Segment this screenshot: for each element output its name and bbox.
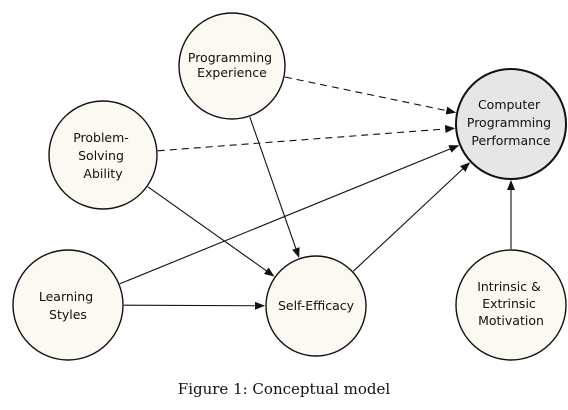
edge-learning-styles-to-self-efficacy xyxy=(123,301,265,310)
edge-layer xyxy=(119,76,515,310)
node-programming-experience: Programming Experience xyxy=(178,12,286,120)
node-self-efficacy: Self-Efficacy xyxy=(265,255,367,357)
node-problem-solving-ability: Problem- Solving Ability xyxy=(48,100,158,210)
node-intrinsic-extrinsic-motivation: Intrinsic & Extrinsic Motivation xyxy=(455,249,567,361)
svg-text:Problem- Solving: Problem- Solving Ability xyxy=(73,130,133,181)
svg-text:Computer Programming: Computer Programming Performance xyxy=(467,97,555,148)
edge-programming-experience-to-computer-programming-performance xyxy=(284,76,457,115)
svg-text:Self-Efficacy: Self-Efficacy xyxy=(278,298,355,313)
edge-problem-solving-ability-to-self-efficacy xyxy=(147,186,275,277)
svg-text:Programming Experience: Programming Experience xyxy=(188,50,276,80)
svg-text:Intrinsic & Extrinsic: Intrinsic & Extrinsic Motivation xyxy=(477,279,545,328)
edge-programming-experience-to-self-efficacy xyxy=(249,116,300,258)
node-computer-programming-performance: Computer Programming Performance xyxy=(455,68,567,180)
edge-self-efficacy-to-computer-programming-performance xyxy=(352,162,471,272)
node-layer: Programming Experience Problem- Solving … xyxy=(12,12,567,361)
edge-learning-styles-to-computer-programming-performance xyxy=(119,145,460,285)
figure-caption: Figure 1: Conceptual model xyxy=(178,380,391,398)
svg-text:Learning Styles: Learning Styles xyxy=(39,289,97,322)
edge-problem-solving-ability-to-computer-programming-performance xyxy=(157,124,456,152)
node-learning-styles: Learning Styles xyxy=(12,249,124,361)
